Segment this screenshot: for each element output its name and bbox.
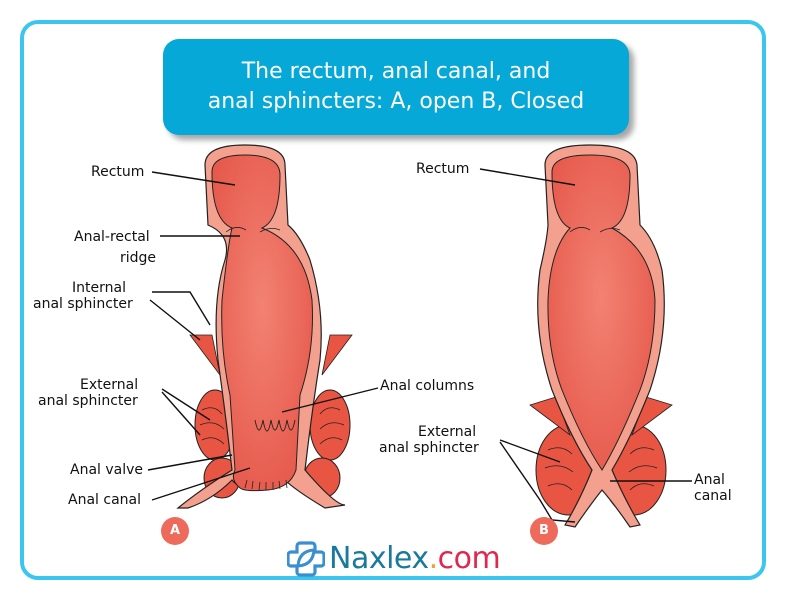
label-a-anal-rectal-ridge-1: Anal-rectal — [74, 229, 150, 245]
figure-a-rectum-open — [176, 144, 353, 509]
label-a-anal-canal: Anal canal — [68, 492, 141, 508]
logo-dot: . — [428, 540, 439, 576]
label-a-rectum: Rectum — [91, 164, 145, 180]
logo-text: Naxlex.com — [329, 540, 501, 576]
title-banner: The rectum, anal canal, and anal sphinct… — [163, 39, 629, 135]
figure-b-badge: B — [530, 517, 558, 545]
label-a-internal-sphincter-2: anal sphincter — [33, 296, 133, 312]
label-a-anal-rectal-ridge-2: ridge — [120, 250, 157, 266]
label-a-internal-sphincter-1: Internal — [72, 280, 126, 296]
logo-name: Naxlex — [329, 540, 429, 576]
leader-lines — [147, 168, 692, 523]
logo-tld: com — [437, 540, 501, 576]
cross-leaf-icon — [287, 541, 325, 577]
label-a-external-sphincter-1: External — [80, 377, 139, 393]
figure-a-badge: A — [161, 517, 189, 545]
label-a-anal-valve: Anal valve — [70, 462, 144, 478]
label-b-external-sphincter-1: External — [418, 424, 477, 440]
diagram-frame — [20, 20, 766, 580]
title-line-1: The rectum, anal canal, and — [241, 59, 551, 84]
label-b-external-sphincter-2: anal sphincter — [379, 440, 479, 456]
label-b-rectum: Rectum — [416, 161, 470, 177]
label-a-anal-columns: Anal columns — [380, 378, 475, 394]
label-b-anal-canal-2: canal — [694, 488, 732, 504]
label-b-anal-canal-1: Anal — [694, 472, 725, 488]
title-line-2: anal sphincters: A, open B, Closed — [207, 89, 585, 114]
figure-b-rectum-closed — [529, 144, 673, 528]
naxlex-logo[interactable]: Naxlex.com — [287, 538, 501, 578]
label-a-external-sphincter-2: anal sphincter — [38, 393, 138, 409]
